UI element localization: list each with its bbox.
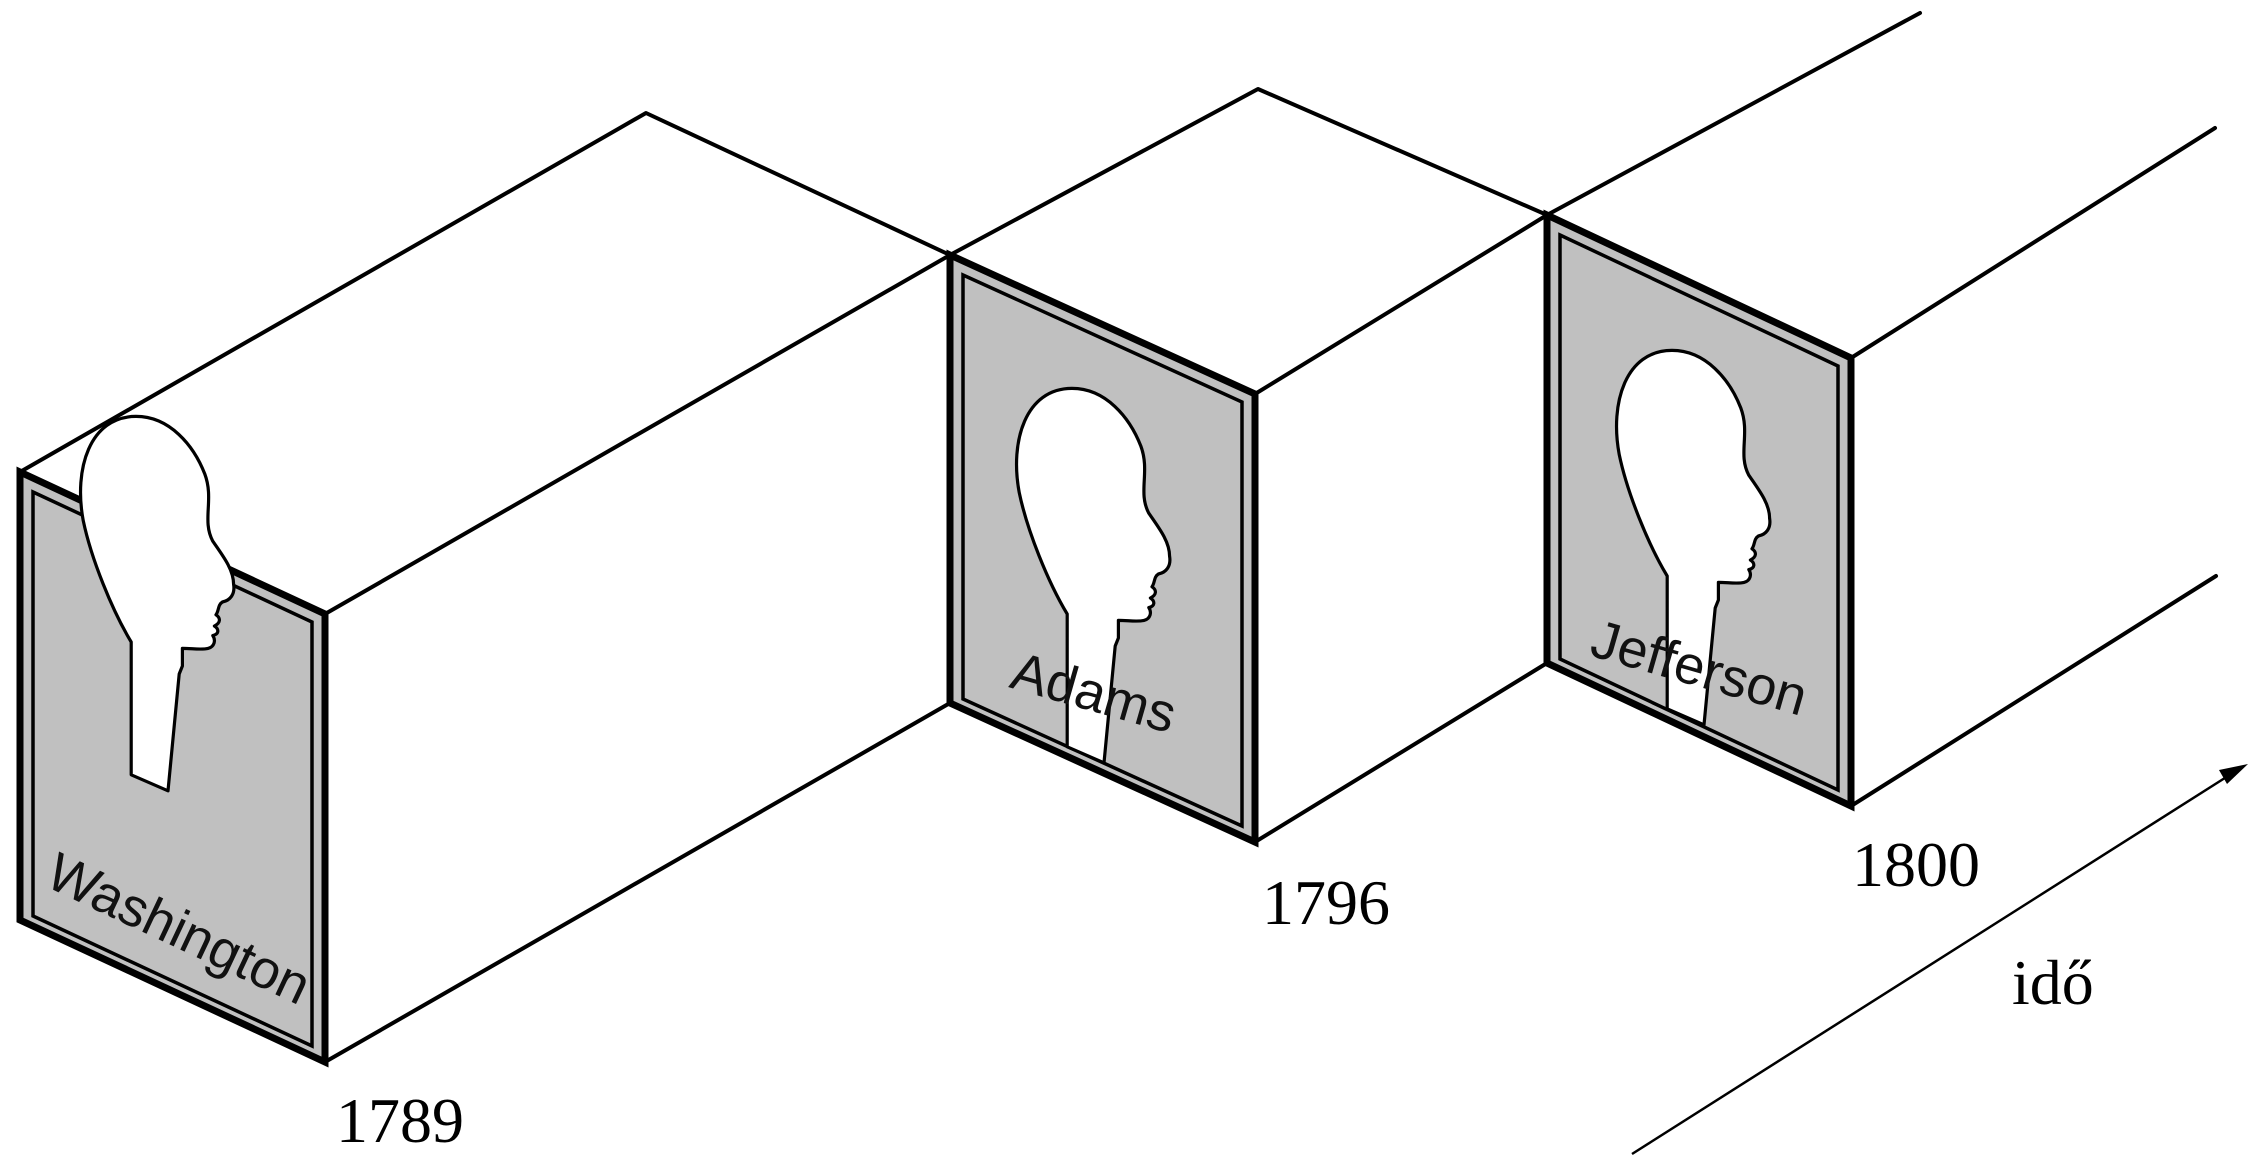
adams-top-front-edge: [1253, 213, 1549, 396]
adams-block: Adams 1796: [946, 87, 1549, 938]
adams-year: 1796: [1262, 867, 1390, 938]
adams-bottom-edge: [1253, 661, 1549, 844]
washington-top-front-edge: [323, 253, 952, 616]
adams-top-edge: [948, 87, 1549, 257]
jefferson-top-edge: [1545, 11, 1922, 217]
time-axis: idő: [1631, 764, 2248, 1156]
jefferson-bottom-edge: [1849, 574, 2218, 808]
washington-face: Washington: [16, 414, 329, 1068]
time-arrow-head-icon: [2219, 764, 2248, 784]
time-axis-label: idő: [2012, 947, 2094, 1018]
washington-top-edge: [18, 111, 952, 474]
jefferson-top-front-edge: [1849, 126, 2217, 360]
washington-block: Washington 1789: [16, 111, 952, 1156]
washington-bottom-edge: [323, 701, 952, 1064]
jefferson-block: Jefferson 1800: [1543, 11, 2218, 900]
jefferson-face: Jefferson: [1543, 209, 1855, 812]
washington-year: 1789: [336, 1085, 464, 1156]
time-arrow-line: [1631, 774, 2229, 1156]
adams-face: Adams: [946, 249, 1259, 848]
jefferson-year: 1800: [1852, 829, 1980, 900]
